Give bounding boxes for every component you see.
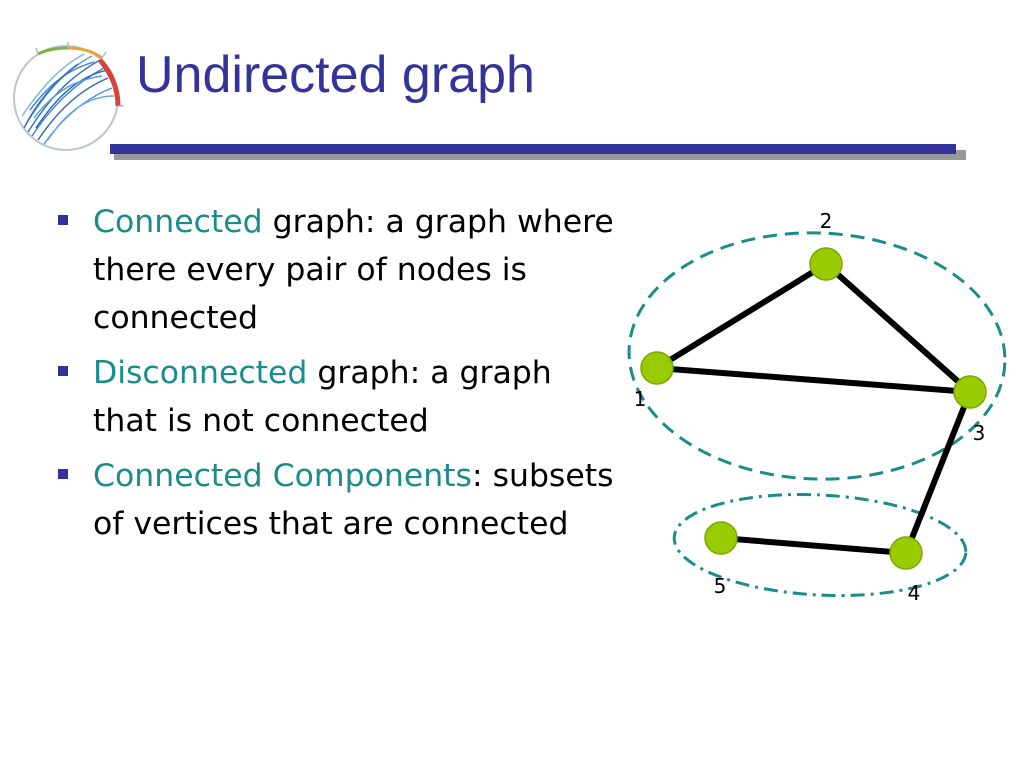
node-label: 3 bbox=[973, 421, 986, 445]
bullet-item: Connected Components: subsets of vertice… bbox=[56, 452, 616, 548]
graph-node bbox=[809, 247, 843, 281]
graph-node bbox=[953, 375, 987, 409]
node-label: 5 bbox=[714, 574, 727, 598]
bullet-item: Connected graph: a graph where there eve… bbox=[56, 198, 616, 342]
graph-edge bbox=[655, 261, 828, 371]
graph-node bbox=[640, 351, 674, 385]
graph-node bbox=[704, 521, 738, 555]
bullet-text: graph: a graph where there every pair of… bbox=[93, 204, 614, 336]
square-bullet-icon bbox=[58, 469, 68, 479]
bullet-text: : subsets of vertices that are connected bbox=[93, 458, 614, 542]
bullet-term: Disconnected bbox=[93, 355, 308, 391]
graph-diagram: 1 2 3 4 5 bbox=[627, 209, 1007, 605]
graph-edge bbox=[824, 261, 972, 395]
bullet-term: Connected bbox=[93, 204, 263, 240]
square-bullet-icon bbox=[58, 366, 68, 376]
title-underline bbox=[110, 144, 966, 160]
square-bullet-icon bbox=[58, 215, 68, 225]
node-label: 1 bbox=[634, 387, 647, 411]
graph-node bbox=[889, 536, 923, 570]
graph-edge bbox=[903, 390, 973, 555]
node-label: 4 bbox=[908, 581, 921, 605]
bullet-text: graph: a graph that is not connected bbox=[93, 355, 552, 439]
graph-edge bbox=[720, 535, 907, 556]
bullet-term: Connected Components bbox=[93, 458, 472, 494]
bullet-item: Disconnected graph: a graph that is not … bbox=[56, 349, 616, 445]
slide-title: Undirected graph bbox=[136, 46, 535, 104]
node-label: 2 bbox=[820, 209, 833, 233]
component-outline bbox=[672, 492, 968, 598]
graph-edge bbox=[656, 365, 971, 395]
logo-icon bbox=[13, 42, 124, 151]
bullet-list: Connected graph: a graph where there eve… bbox=[56, 198, 616, 555]
